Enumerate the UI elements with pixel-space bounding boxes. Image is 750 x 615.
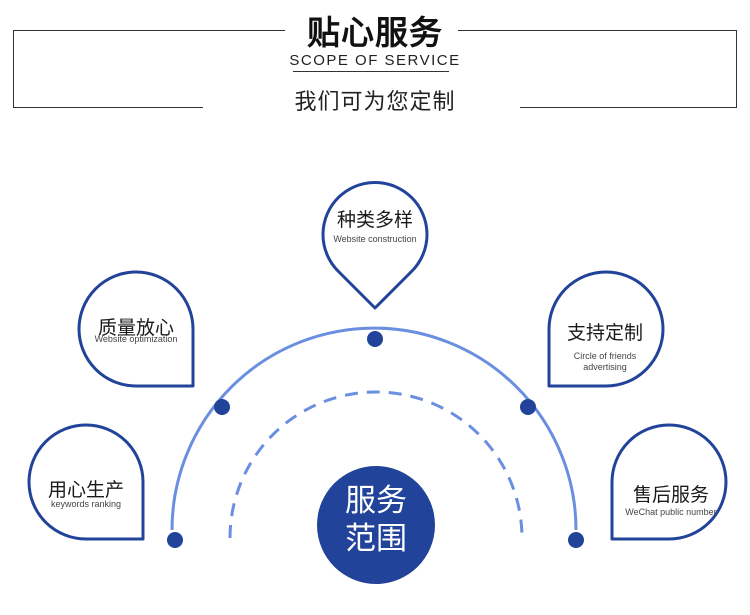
frame-bottom-left bbox=[13, 107, 203, 108]
arc-dot-left-bottom bbox=[167, 532, 183, 548]
frame-right-side bbox=[736, 30, 737, 108]
service-label-custom: 支持定制 bbox=[566, 322, 643, 344]
arc-dot-right-bottom bbox=[568, 532, 584, 548]
arc-dot-top bbox=[367, 331, 383, 347]
page-subtitle: SCOPE OF SERVICE bbox=[289, 52, 461, 69]
center-label: 服务 范围 bbox=[317, 482, 435, 558]
service-sub-quality: Website optimization bbox=[94, 334, 178, 344]
bubble-right-bottom bbox=[610, 423, 728, 541]
service-sub-production: keywords ranking bbox=[50, 499, 122, 509]
bubble-right-mid bbox=[547, 270, 665, 388]
service-label-quality: 质量放心 bbox=[97, 317, 174, 339]
bubble-left-mid bbox=[77, 270, 195, 388]
service-label-variety: 种类多样 bbox=[336, 209, 413, 231]
frame-top-left bbox=[13, 30, 285, 31]
pin-top bbox=[321, 181, 429, 310]
center-line-2: 范围 bbox=[345, 521, 407, 557]
outer-arc bbox=[170, 326, 578, 531]
arc-dot-left-mid bbox=[214, 399, 230, 415]
service-sub-aftersales: WeChat public number bbox=[625, 507, 717, 517]
service-label-aftersales: 售后服务 bbox=[632, 484, 709, 506]
frame-left-side bbox=[13, 30, 14, 108]
page-tagline: 我们可为您定制 bbox=[294, 90, 456, 115]
subtitle-underline bbox=[293, 71, 449, 72]
service-sub-custom-2: advertising bbox=[583, 362, 627, 372]
page-title: 贴心服务 bbox=[307, 13, 443, 52]
frame-bottom-right bbox=[520, 107, 737, 108]
bubble-left-bottom bbox=[27, 423, 145, 541]
arc-dot-right-mid bbox=[520, 399, 536, 415]
service-sub-variety: Website construction bbox=[333, 234, 417, 244]
center-circle bbox=[317, 466, 435, 584]
inner-dashed-arc bbox=[228, 390, 524, 539]
service-sub-custom-1: Circle of friends bbox=[573, 351, 637, 361]
frame-top-right bbox=[458, 30, 737, 31]
service-label-production: 用心生产 bbox=[47, 479, 124, 501]
center-line-1: 服务 bbox=[345, 483, 407, 519]
